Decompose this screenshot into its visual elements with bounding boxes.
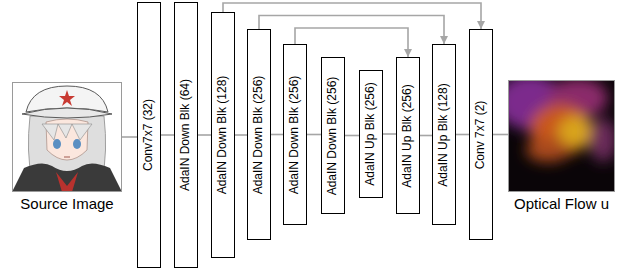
layer-label: Conv7x7 (32) [142, 99, 155, 171]
layer-block: AdaIN Down Blk (256) [247, 29, 271, 240]
layer-block: AdaIN Down Blk (64) [174, 2, 198, 268]
flow-region [526, 138, 570, 162]
fur-collar [12, 163, 122, 192]
layer-label: AdaIN Down Blk (256) [326, 76, 339, 195]
layer-label: AdaIN Down Blk (64) [179, 79, 192, 191]
image-caption: Source Image [19, 196, 114, 213]
layer-block: AdaIN Up Blk (256) [359, 70, 383, 198]
cap-emblem [59, 90, 75, 106]
flow-line [122, 136, 137, 138]
fringe [42, 124, 92, 140]
flow-region [589, 118, 615, 162]
layer-block: AdaIN Down Blk (256) [283, 44, 307, 225]
layer-block: Conv 7x7 (2) [469, 29, 493, 240]
flow-line [271, 134, 283, 136]
layer-label: AdaIN Down Blk (128) [216, 76, 229, 195]
layer-label: Conv 7x7 (2) [474, 100, 487, 169]
flow-line [235, 134, 247, 136]
skip-connection [259, 16, 444, 45]
portrait-ground [12, 82, 122, 192]
flow-line [420, 135, 432, 137]
eye [73, 139, 81, 149]
layer-label: AdaIN Up Blk (256) [401, 84, 414, 187]
image-frame: Optical Flow u [508, 80, 615, 192]
flow-line [307, 134, 321, 136]
layer-label: AdaIN Down Blk (256) [288, 75, 301, 194]
skip-connection [295, 28, 408, 57]
flow-line [161, 134, 174, 136]
layer-label: AdaIN Up Blk (128) [437, 83, 450, 186]
layer-block: AdaIN Down Blk (256) [321, 57, 345, 214]
flow-line [493, 134, 508, 136]
flow-line [456, 134, 469, 136]
flow-line [383, 133, 396, 135]
image-frame: Source Image [12, 82, 122, 192]
cap-brim [22, 108, 112, 118]
anime-portrait [12, 82, 122, 192]
flow-line [345, 135, 359, 137]
layer-block: Conv7x7 (32) [137, 2, 161, 268]
layer-block: AdaIN Up Blk (256) [396, 57, 420, 214]
image-caption: Optical Flow u [513, 196, 610, 213]
flow-line [198, 134, 211, 136]
layer-label: AdaIN Up Blk (256) [364, 82, 377, 185]
coat-front [56, 172, 78, 192]
flow-field-image [508, 80, 615, 192]
layer-block: AdaIN Down Blk (128) [211, 12, 235, 258]
layer-label: AdaIN Down Blk (256) [252, 75, 265, 194]
eye [53, 139, 61, 149]
mouth [64, 157, 70, 158]
layer-block: AdaIN Up Blk (128) [432, 44, 456, 225]
